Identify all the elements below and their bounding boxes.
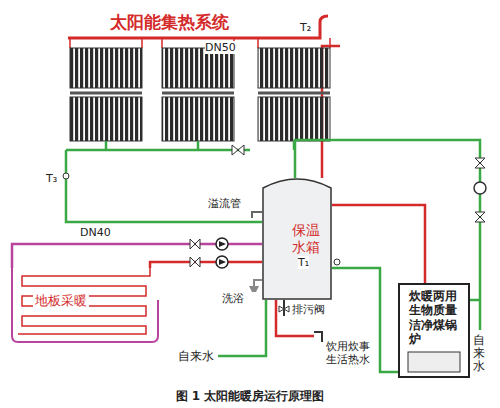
valve-symbol — [190, 239, 200, 249]
floor-coil-outer — [12, 268, 158, 342]
part-label: 自来水 — [473, 334, 485, 374]
collector-panel — [258, 48, 330, 88]
biomass-boiler: 炊暖两用生物质量洁净煤锅炉 — [398, 283, 470, 378]
part-label: DN50 — [205, 41, 236, 54]
collector-panel — [258, 97, 330, 141]
collector-panel — [70, 48, 142, 88]
tap-water-pipe — [218, 300, 266, 356]
collector-panel — [70, 97, 142, 141]
insulated-tank: 保温水箱 — [262, 178, 332, 300]
shower-head — [249, 286, 259, 292]
node-label: 保温水箱 — [292, 222, 320, 256]
part-label: 饮用炊事 生活热水 — [326, 340, 373, 366]
floor-heating: 地板采暖 — [5, 268, 160, 345]
pipe-connector — [150, 262, 262, 268]
part-label: 排污阀 — [292, 303, 325, 316]
system-heading: 太阳能集热系统 — [110, 12, 229, 32]
pump-arrow — [219, 259, 226, 265]
tank-body — [263, 179, 331, 299]
boiler-firebox — [408, 352, 460, 372]
collector-panel — [162, 97, 234, 141]
pipe-connector — [66, 155, 262, 222]
valve-symbol — [232, 145, 244, 155]
pump-symbol — [216, 256, 228, 268]
valve-symbol — [475, 158, 485, 168]
overflow-pipe — [252, 212, 262, 218]
drain-valve — [279, 306, 289, 312]
part-label: DN40 — [80, 226, 111, 239]
return-header-pipe — [66, 141, 294, 155]
part-label: 自来水 — [178, 349, 214, 363]
tap-symbol — [314, 332, 322, 342]
pump-arrow — [219, 241, 226, 247]
part-label: T₃ — [46, 172, 57, 185]
pipe-connector — [332, 205, 425, 283]
pump-symbol — [216, 238, 228, 250]
part-label: T₂ — [300, 21, 311, 34]
temperature-sensor — [334, 259, 340, 265]
figure-caption: 图 1 太阳能暖房运行原理图 — [0, 388, 500, 405]
part-label: T₁ — [298, 256, 309, 269]
part-label: 溢流管 — [208, 197, 241, 210]
valve-symbol — [190, 257, 200, 267]
collector-manifold — [70, 92, 330, 95]
shower-pipe — [254, 280, 262, 286]
collector-array: 太阳能集热系统 — [60, 42, 340, 155]
header-stub — [70, 38, 330, 48]
temperature-sensor — [63, 173, 69, 179]
valve-symbol — [475, 212, 485, 222]
part-label: 洗浴 — [222, 292, 244, 305]
floor-coil — [18, 268, 150, 334]
node-label: 地板采暖 — [33, 293, 89, 309]
meter-symbol — [474, 182, 486, 194]
node-label: 炊暖两用生物质量洁净煤锅炉 — [409, 289, 457, 347]
